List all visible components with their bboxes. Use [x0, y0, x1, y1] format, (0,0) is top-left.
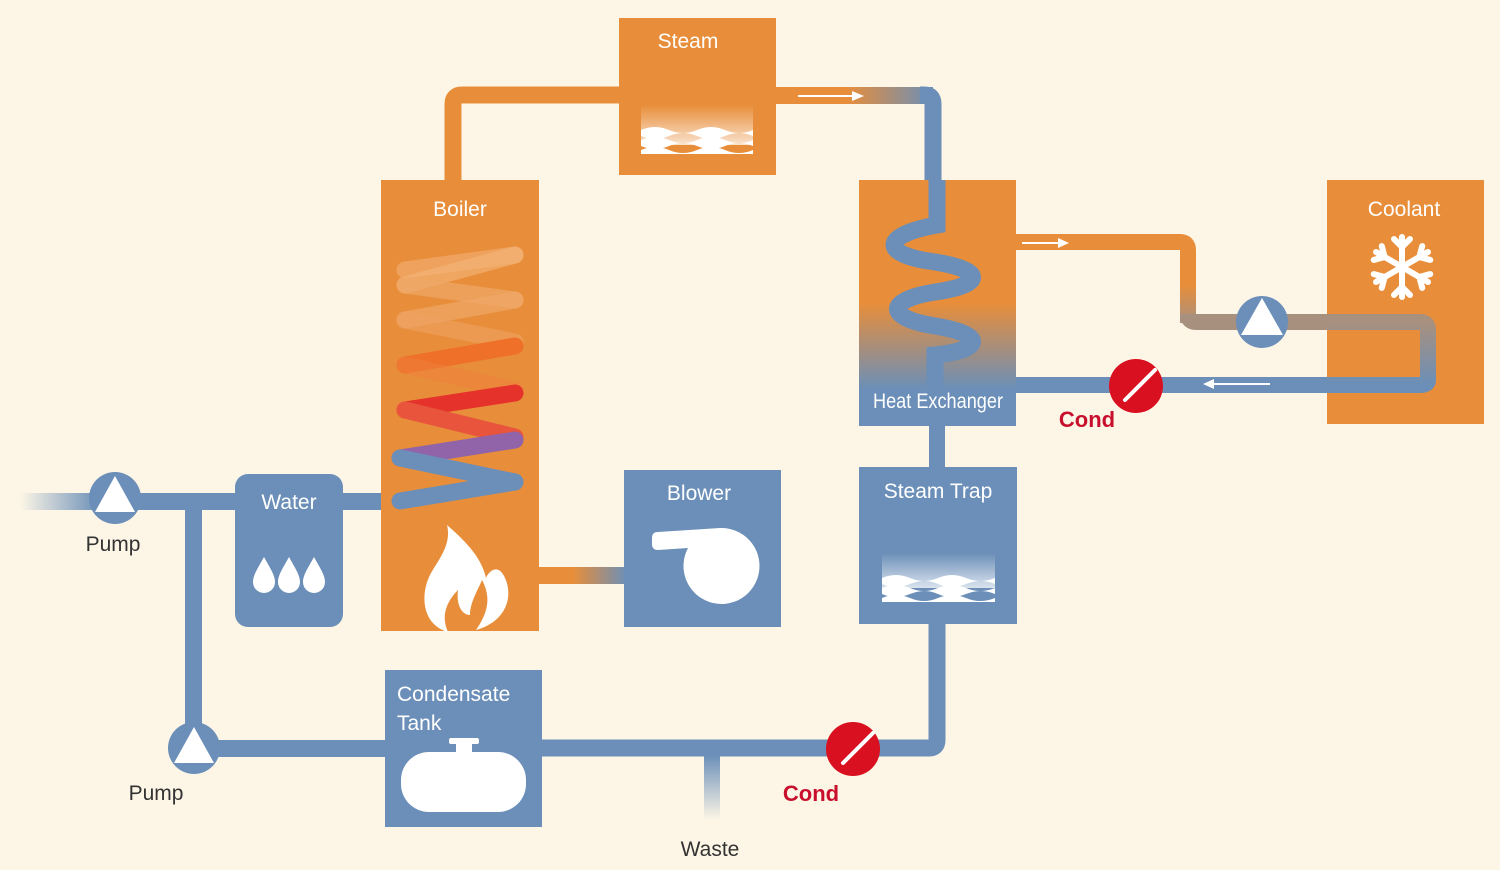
- trap-water-icon: [882, 553, 995, 602]
- intake-pump[interactable]: [89, 472, 141, 524]
- steam-trap-box[interactable]: Steam Trap: [859, 467, 1017, 624]
- flow-arrow-icon: [798, 91, 864, 101]
- steam-water-icon: [641, 105, 753, 154]
- flame-icon: [424, 525, 509, 632]
- cond-valve-upper-label: Cond: [1059, 407, 1115, 432]
- water-drops-icon: [253, 557, 325, 593]
- steam-label: Steam: [658, 30, 719, 53]
- heat-exchanger-box[interactable]: Heat Exchanger: [859, 180, 1016, 426]
- heat-exchanger-label: Heat Exchanger: [873, 390, 1003, 413]
- condensate-tank-box[interactable]: Condensate Tank: [385, 670, 542, 827]
- flow-arrow-icon: [1203, 379, 1270, 389]
- blower-box[interactable]: Blower: [624, 470, 781, 627]
- pump-triangle-icon: [95, 476, 135, 512]
- intake-pump-label: Pump: [86, 533, 141, 556]
- boiler-label: Boiler: [433, 198, 487, 221]
- pump-triangle-icon: [174, 727, 214, 763]
- pipe-trap-to-cond: [540, 622, 946, 757]
- pipe-pump2-to-tank: [195, 740, 387, 757]
- flow-arrow-icon: [1022, 238, 1069, 248]
- pipe-hx-to-trap: [929, 424, 945, 470]
- coolant-pump[interactable]: [1236, 296, 1288, 348]
- pipe-left-vertical: [185, 493, 202, 743]
- boiler-box[interactable]: Boiler: [381, 180, 539, 632]
- condensate-pump[interactable]: [168, 722, 220, 774]
- coolant-label: Coolant: [1368, 198, 1441, 221]
- cond-valve-upper[interactable]: [1109, 359, 1163, 413]
- valve-handle-icon: [841, 731, 875, 765]
- pipe-coolant-inbox: [1327, 314, 1436, 393]
- snowflake-icon: [1370, 234, 1434, 300]
- coolant-box[interactable]: Coolant: [1327, 180, 1484, 424]
- steam-box[interactable]: Steam: [619, 18, 776, 175]
- cond-valve-lower[interactable]: [826, 722, 880, 776]
- condensate-pump-label: Pump: [129, 782, 184, 805]
- blower-fan-icon: [652, 527, 760, 604]
- pipe-steam-to-hx: [920, 86, 942, 240]
- pipe-coolant-drop: [1180, 285, 1196, 323]
- pump-triangle-icon: [1241, 298, 1283, 335]
- pipe-hx-to-coolant-hot: [1015, 234, 1196, 290]
- heating-coil-icon: [391, 246, 524, 510]
- blower-label: Blower: [667, 482, 731, 505]
- pipes: [20, 86, 1436, 820]
- pipe-boiler-to-steam: [444, 86, 620, 182]
- pipe-waste: [704, 755, 720, 820]
- pipe-boiler-to-blower: [537, 567, 627, 584]
- tank-icon: [401, 738, 526, 812]
- cond-valve-lower-label: Cond: [783, 781, 839, 806]
- steam-trap-label: Steam Trap: [884, 480, 993, 503]
- condensate-tank-label-1: Condensate: [397, 683, 510, 706]
- waste-label: Waste: [681, 838, 740, 861]
- pipe-intake: [20, 493, 100, 510]
- water-label: Water: [261, 491, 316, 514]
- condensate-tank-label-2: Tank: [397, 712, 442, 735]
- exchanger-coil-icon: [885, 180, 981, 426]
- water-box[interactable]: Water: [235, 474, 343, 627]
- valve-handle-icon: [1123, 368, 1157, 402]
